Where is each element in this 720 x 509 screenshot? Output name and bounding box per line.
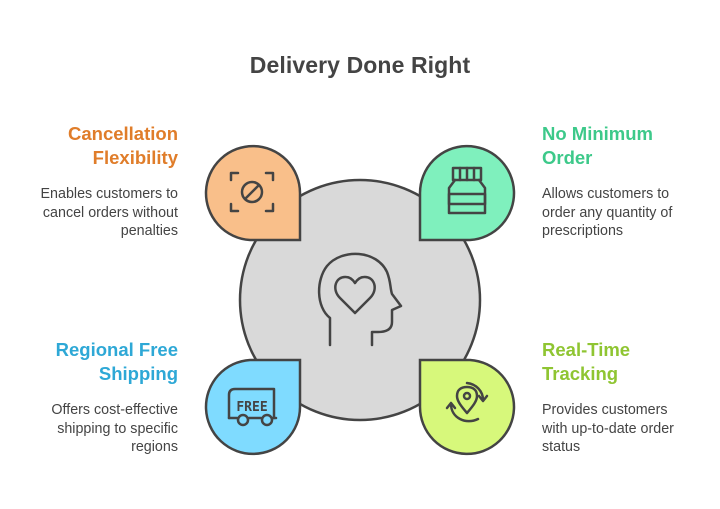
page-title: Delivery Done Right (249, 52, 471, 78)
cancel-icon (229, 171, 275, 213)
petal-cancellation (204, 144, 302, 242)
medicine-jar-icon (447, 166, 487, 215)
heading-cancellation: Cancellation Flexibility (68, 123, 178, 168)
free-label: FREE (236, 400, 267, 415)
desc-cancellation: Enables customers to cancel orders witho… (40, 186, 178, 239)
heading-no-minimum: No Minimum Order (542, 123, 653, 168)
desc-no-minimum: Allows customers to order any quantity o… (542, 186, 673, 239)
location-tracking-icon (445, 381, 489, 423)
free-delivery-truck-icon (227, 387, 278, 427)
petal-tracking (418, 358, 516, 456)
heading-tracking: Real-Time Tracking (542, 339, 631, 384)
head-with-heart-icon (317, 252, 403, 347)
heading-regional: Regional Free Shipping (55, 339, 178, 384)
desc-tracking: Provides customers with up-to-date order… (542, 402, 674, 455)
desc-regional: Offers cost-effective shipping to specif… (51, 402, 178, 455)
petal-regional (204, 358, 302, 456)
